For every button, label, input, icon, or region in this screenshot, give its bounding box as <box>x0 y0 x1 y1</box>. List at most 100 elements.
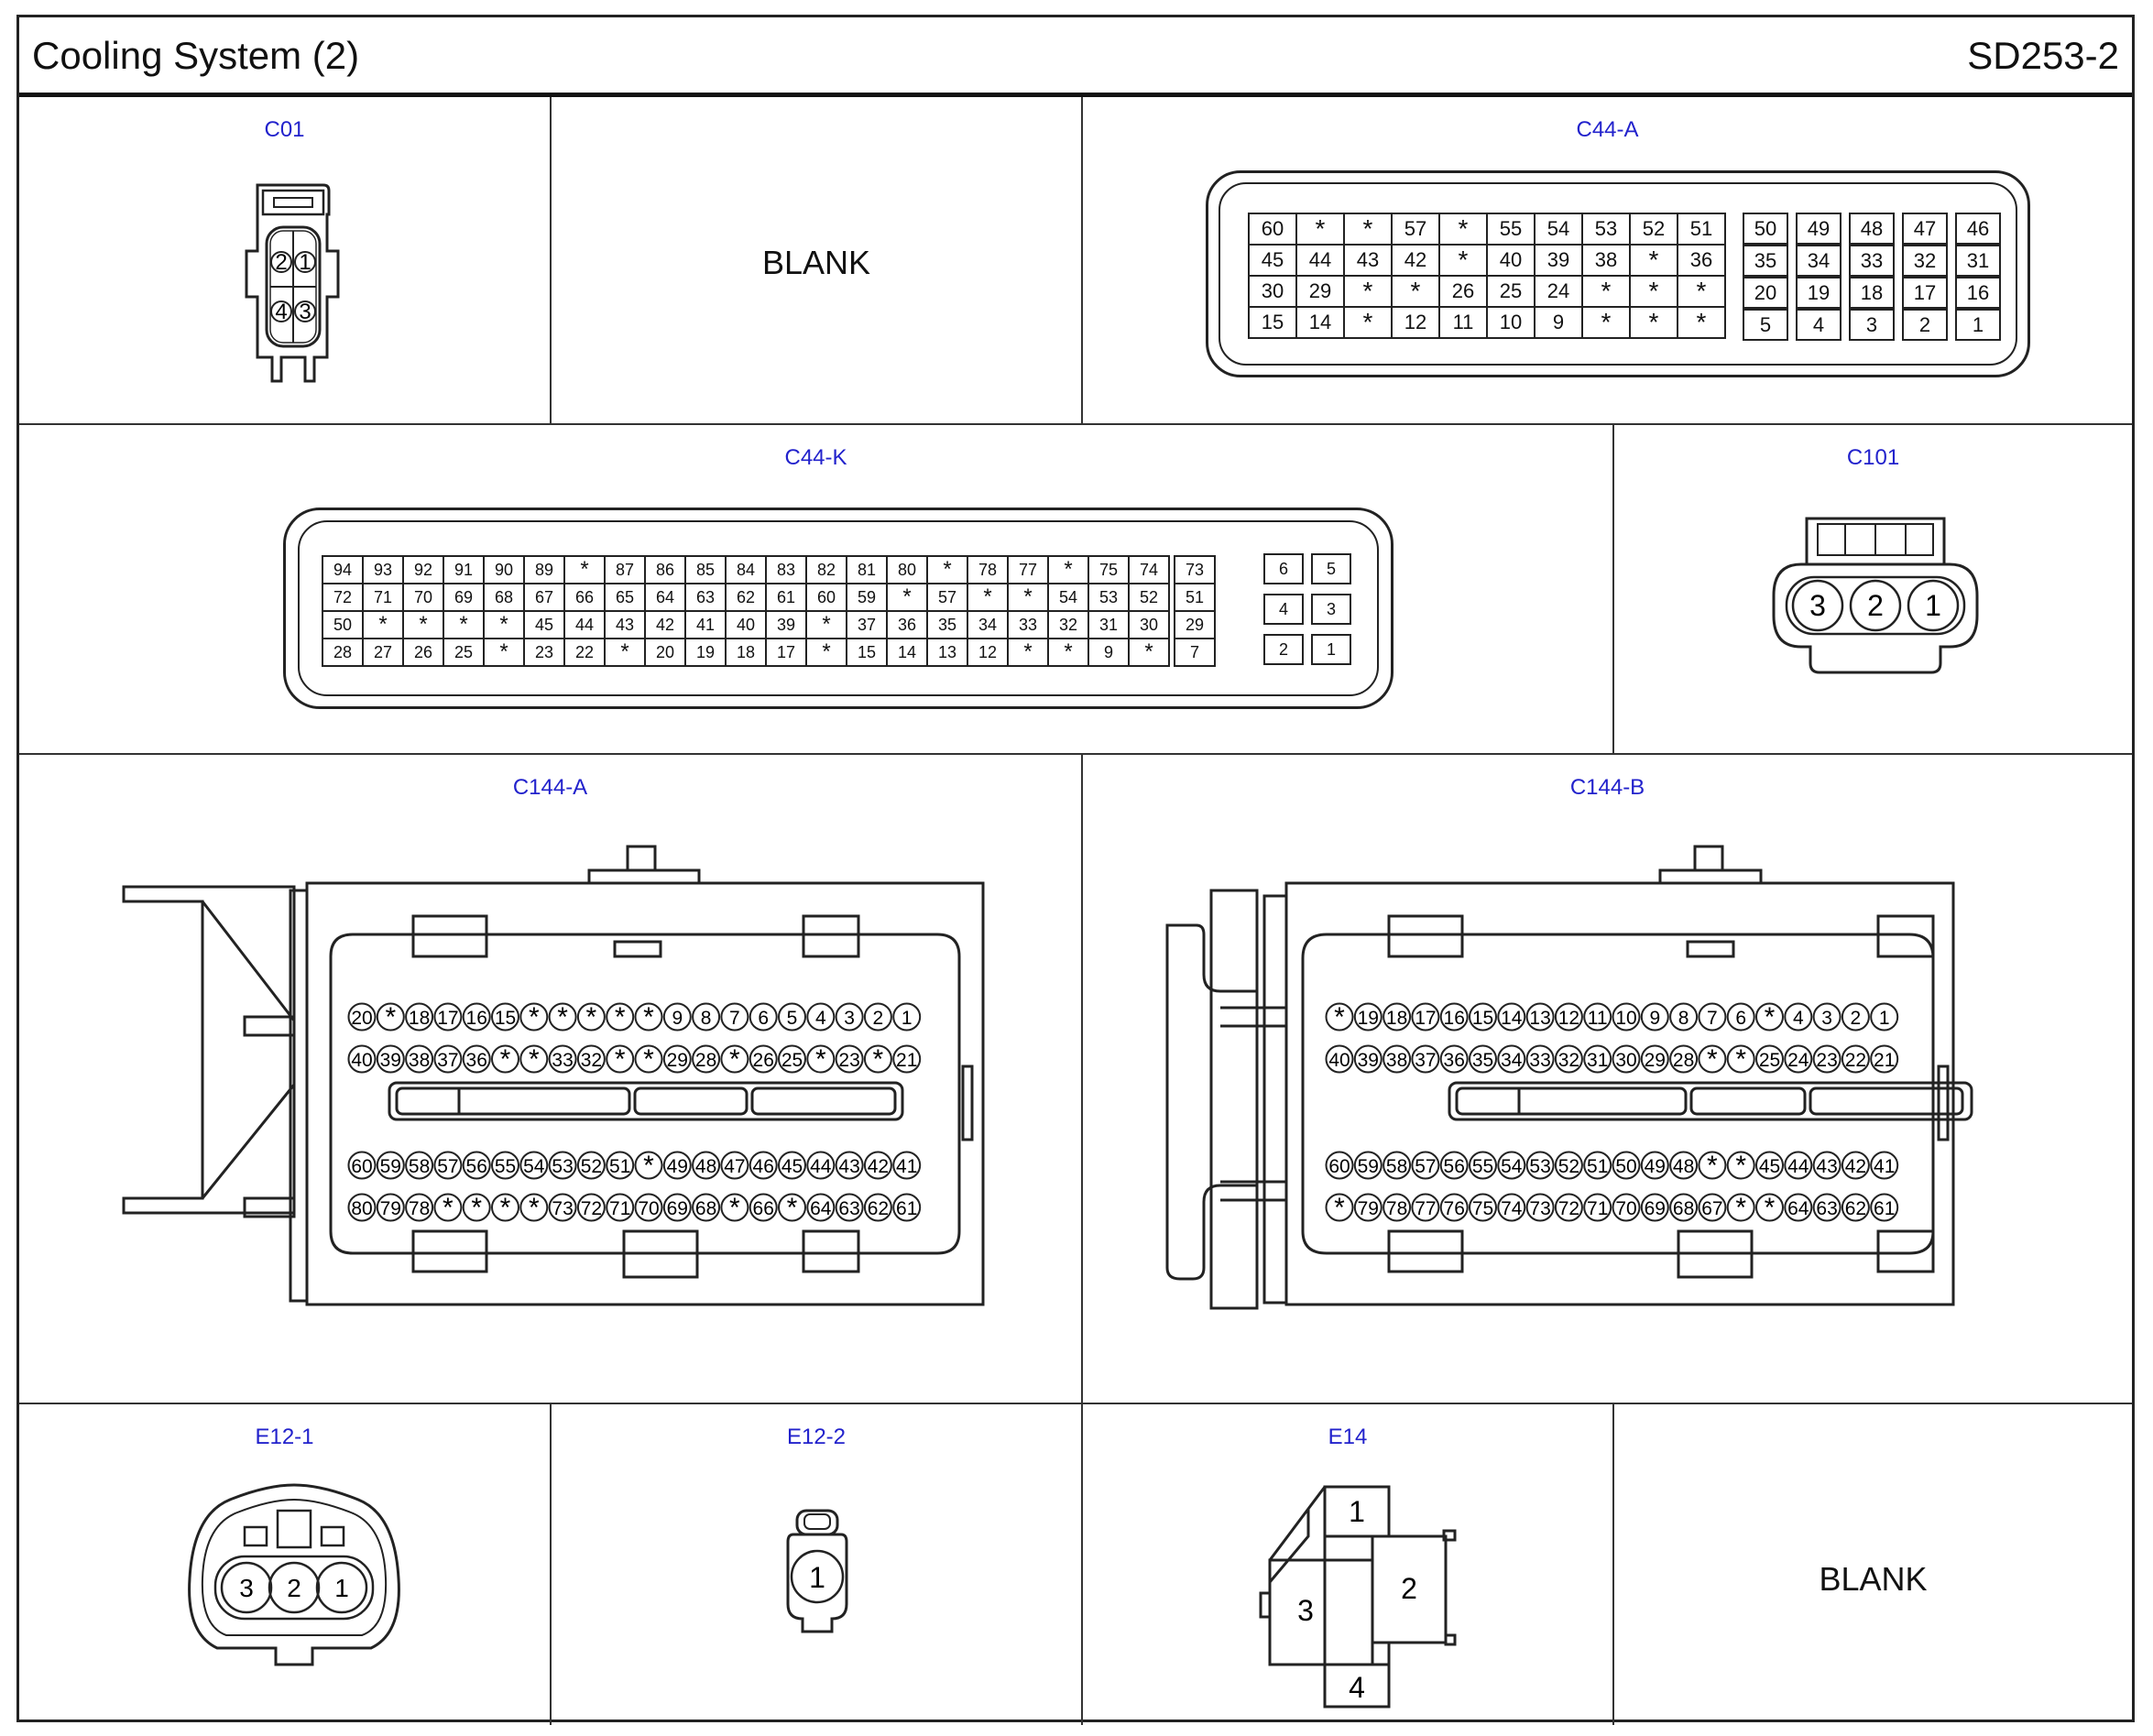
pin-circle <box>376 1151 405 1180</box>
pin-label: 53 <box>552 1156 573 1177</box>
pin-cell: 14 <box>1295 306 1345 339</box>
pin-label: 16 <box>1444 1008 1465 1029</box>
cell-e12-2: E12-2 1 <box>552 1404 1083 1725</box>
cell-c101: C101 3 2 1 <box>1614 425 2132 755</box>
pin-cell: * <box>1391 275 1440 308</box>
pin-cell: * <box>886 583 928 612</box>
page-title: Cooling System (2) <box>32 34 360 77</box>
pin-circle <box>1583 1002 1612 1032</box>
pin-circle <box>1640 1002 1669 1032</box>
pin-circle <box>863 1151 892 1180</box>
connector-label-c101: C101 <box>1846 445 1900 470</box>
pin-label: 56 <box>466 1156 487 1177</box>
pin-cell: 9 <box>1087 638 1130 667</box>
pin-circle <box>1411 1044 1440 1074</box>
pin-cell: * <box>362 610 404 639</box>
pin-label: 39 <box>380 1050 401 1071</box>
pin-circle <box>576 1151 606 1180</box>
pin-cell: 49 <box>1796 213 1842 245</box>
pin-circle <box>1411 1151 1440 1180</box>
pin-cell: * <box>1677 275 1726 308</box>
pin-label: 2 <box>873 1008 884 1029</box>
pin-label: 28 <box>695 1050 716 1071</box>
pin-circle <box>433 1151 463 1180</box>
pin-label: 60 <box>351 1156 372 1177</box>
pin-circle <box>1812 1044 1842 1074</box>
pin-circle <box>1353 1002 1383 1032</box>
pin-circle <box>1469 1044 1497 1074</box>
pin-circle <box>1841 1193 1870 1222</box>
pin-cell: 94 <box>322 555 364 584</box>
connector-c44a-housing-inner <box>1219 182 2017 366</box>
pin-label: 25 <box>781 1050 803 1071</box>
pin-label: 21 <box>1874 1050 1895 1071</box>
pin-circle <box>749 1044 778 1074</box>
pin-label: 72 <box>1558 1198 1579 1219</box>
pin-label: 46 <box>753 1156 774 1177</box>
pin-cell: 60 <box>1248 213 1297 246</box>
pin-circle <box>1469 1193 1497 1222</box>
pin-circle <box>1583 1151 1612 1180</box>
pin-cell: 52 <box>1629 213 1678 246</box>
pin-circle <box>519 1151 549 1180</box>
pin-label: 33 <box>1529 1050 1550 1071</box>
pin-circle <box>1726 1193 1755 1222</box>
pin-cell: 5 <box>1311 553 1351 584</box>
pin-cell: 35 <box>1743 245 1788 277</box>
pin-label: 2 <box>1867 589 1884 622</box>
pin-label: 79 <box>1358 1198 1379 1219</box>
connector-label-e12-1: E12-1 <box>255 1425 314 1449</box>
pin-circle <box>749 1151 778 1180</box>
pin-circle <box>634 1193 663 1222</box>
pin-label: 18 <box>1386 1008 1407 1029</box>
pin-circle <box>692 1151 721 1180</box>
pin-circle <box>1698 1002 1727 1032</box>
pin-label: 49 <box>1645 1156 1666 1177</box>
pin-circle <box>347 1002 377 1032</box>
cell-blank-1: BLANK <box>552 97 1083 425</box>
pin-cell: 74 <box>1128 555 1170 584</box>
pin-cell: * <box>1581 275 1631 308</box>
connector-e14-drawing: 1 2 3 4 <box>1259 1485 1457 1709</box>
pin-label: 17 <box>1415 1008 1436 1029</box>
pin-label: 58 <box>1386 1156 1407 1177</box>
pin-circle <box>1554 1193 1583 1222</box>
pin-label: 29 <box>1645 1050 1666 1071</box>
pin-circle <box>778 1151 806 1180</box>
pin-circle <box>1755 1044 1784 1074</box>
pin-cell: 40 <box>725 610 767 639</box>
pin-label: * <box>1765 1002 1776 1032</box>
pin-cell: 47 <box>1902 213 1948 245</box>
pin-label: 3 <box>299 300 311 324</box>
pin-cell: 11 <box>1438 306 1488 339</box>
pin-label: 76 <box>1444 1198 1465 1219</box>
pin-circle <box>405 1002 434 1032</box>
pin-cell: * <box>563 555 606 584</box>
pin-label: 2 <box>1851 1008 1862 1029</box>
pin-label: 54 <box>1501 1156 1523 1177</box>
pin-cell: 25 <box>1486 275 1536 308</box>
pin-circle <box>462 1044 491 1074</box>
pin-label: 7 <box>729 1008 740 1029</box>
pin-label: * <box>1735 1044 1746 1075</box>
pin-circle <box>892 1044 922 1074</box>
pin-label: 40 <box>351 1050 372 1071</box>
pin-label: 38 <box>409 1050 430 1071</box>
pin-circle <box>1497 1002 1526 1032</box>
cell-c144b: C144-B <box>1083 755 2132 1404</box>
pin-cell: 91 <box>443 555 485 584</box>
pin-label: 59 <box>380 1156 401 1177</box>
pin-cell: 80 <box>886 555 928 584</box>
pin-cell: 33 <box>1007 610 1049 639</box>
pin-cell: 31 <box>1955 245 2001 277</box>
pin-label: * <box>1707 1044 1718 1075</box>
pin-cell: 45 <box>1248 244 1297 277</box>
pin-circle <box>1439 1193 1469 1222</box>
pin-label: 61 <box>896 1198 917 1219</box>
pin-label: 67 <box>1701 1198 1722 1219</box>
pin-circle <box>1669 1044 1699 1074</box>
